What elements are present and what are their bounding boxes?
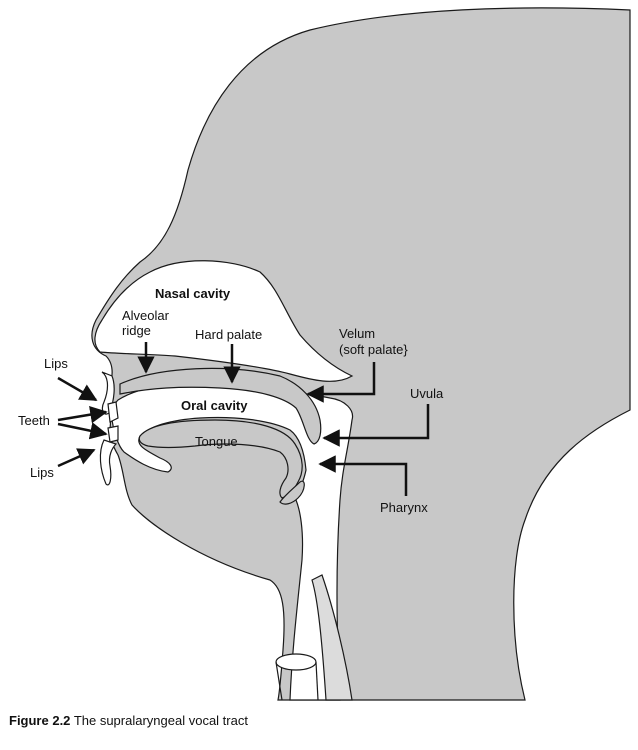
velum-shape	[119, 367, 322, 445]
figure-caption-text: The supralaryngeal vocal tract	[73, 713, 248, 728]
pharynx-label: Pharynx	[380, 500, 428, 515]
lower-lip-shape	[99, 439, 118, 486]
tongue-label: Tongue	[195, 434, 238, 449]
nasal-cavity-region	[94, 260, 354, 382]
lips-lower-label: Lips	[30, 465, 54, 480]
upper-lips-arrow	[57, 376, 98, 402]
figure-caption: Figure 2.2 The supralaryngeal vocal trac…	[9, 713, 248, 728]
oral-cavity-label: Oral cavity	[181, 398, 248, 413]
lips-upper-label: Lips	[44, 356, 68, 371]
tongue-shape	[138, 419, 303, 499]
alveolar-ridge-label-line2: ridge	[122, 323, 151, 338]
lower-teeth-shape	[107, 425, 119, 443]
velum-arrow	[306, 362, 376, 403]
uvula-arrow	[322, 404, 430, 447]
larynx-ring	[275, 653, 317, 671]
trachea-shape	[311, 574, 353, 701]
upper-teeth-shape	[107, 401, 119, 423]
lower-lips-arrow	[57, 448, 96, 468]
uvula-label: Uvula	[410, 386, 444, 401]
teeth-arrow-lower	[57, 422, 108, 440]
velum-label-line2: (soft palate}	[339, 342, 408, 357]
hard-palate-label: Hard palate	[195, 327, 262, 342]
alveolar-ridge-label-line1: Alveolar	[122, 308, 170, 323]
teeth-label: Teeth	[18, 413, 50, 428]
nasal-cavity-label: Nasal cavity	[155, 286, 231, 301]
velum-label-line1: Velum	[339, 326, 375, 341]
teeth-arrow-upper	[57, 405, 108, 424]
figure-number: Figure 2.2	[9, 713, 71, 728]
pharynx-arrow	[318, 455, 408, 496]
epiglottis-shape	[279, 480, 305, 505]
